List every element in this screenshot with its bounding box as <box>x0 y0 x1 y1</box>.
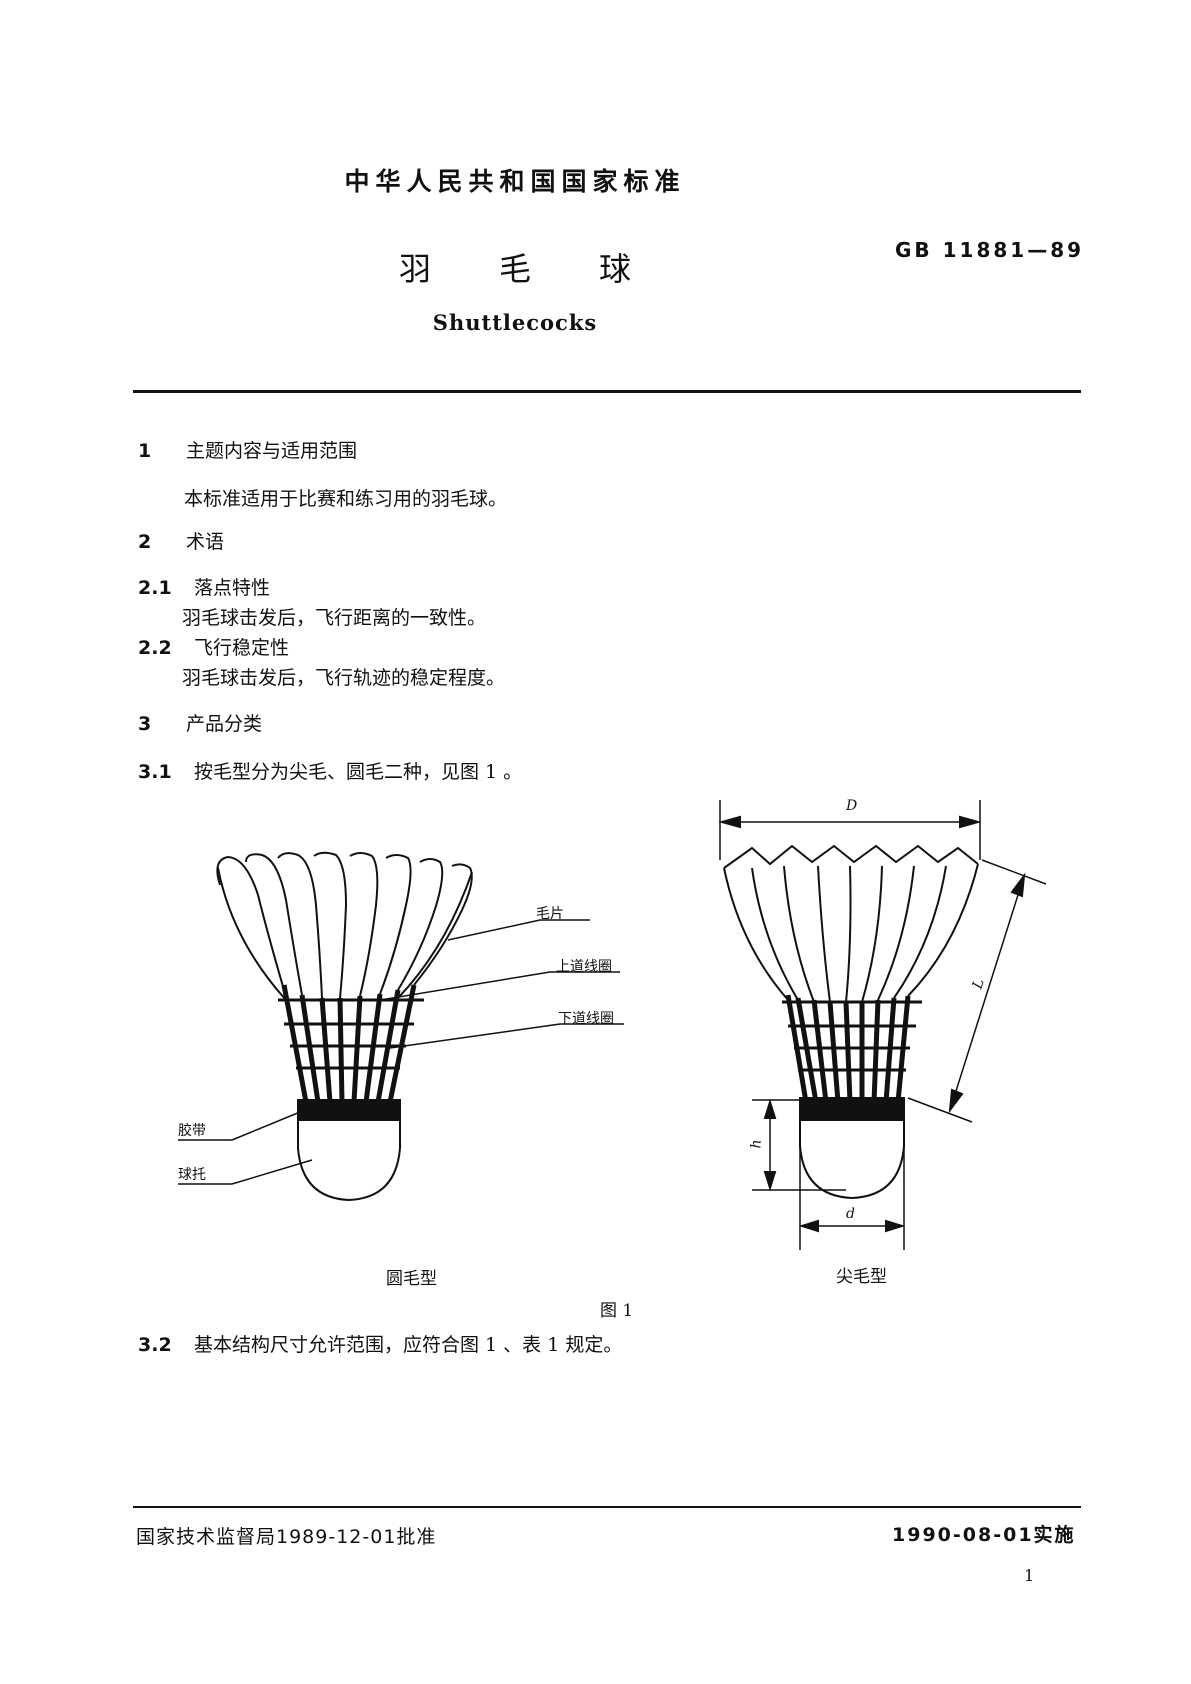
approval-line: 国家技术监督局1989-12-01批准 <box>136 1526 437 1548</box>
label-feather: 毛片 <box>536 906 564 922</box>
section-number: 1 <box>138 440 152 462</box>
section-number: 2.2 <box>138 637 172 659</box>
page-number: 1 <box>1024 1566 1035 1585</box>
figure-caption: 图 1 <box>600 1301 634 1321</box>
section-title: 落点特性 <box>194 577 271 599</box>
title-char-2: 毛 <box>498 250 531 288</box>
label-base: 球托 <box>178 1167 206 1183</box>
implementation-line: 1990-08-01实施 <box>892 1524 1076 1546</box>
section-2-2-heading: 2.2 飞行稳定性 <box>138 633 289 660</box>
title-char-1: 羽 <box>398 250 431 288</box>
document-title-en: Shuttlecocks <box>432 310 598 335</box>
standard-number: GB 11881—89 <box>895 238 1085 262</box>
section-title: 产品分类 <box>186 713 263 735</box>
footer-rule <box>133 1506 1081 1508</box>
section-3-heading: 3 产品分类 <box>138 709 262 736</box>
label-upper-thread: 上道线圈 <box>556 959 612 975</box>
dim-label-h: h <box>748 1139 765 1149</box>
round-feather-shuttlecock <box>178 851 624 1202</box>
section-title: 主题内容与适用范围 <box>186 440 358 462</box>
section-text: 基本结构尺寸允许范围，应符合图 1 、表 1 规定。 <box>194 1334 623 1356</box>
section-2-2-text: 羽毛球击发后，飞行轨迹的稳定程度。 <box>182 667 506 689</box>
caption-round-feather: 圆毛型 <box>386 1269 437 1289</box>
section-number: 3.2 <box>138 1334 172 1356</box>
document-title-cn: 羽毛球 <box>0 244 1030 290</box>
dim-label-D: D <box>846 798 858 814</box>
pointed-feather-shuttlecock <box>718 800 1047 1250</box>
national-standard-heading: 中华人民共和国国家标准 <box>344 167 686 196</box>
section-number: 2.1 <box>138 577 172 599</box>
section-1-heading: 1 主题内容与适用范围 <box>138 436 357 463</box>
section-title: 飞行稳定性 <box>194 637 290 659</box>
header-rule <box>133 390 1081 393</box>
title-char-3: 球 <box>598 250 631 288</box>
section-2-1-heading: 2.1 落点特性 <box>138 573 270 600</box>
section-number: 3.1 <box>138 761 172 783</box>
section-title: 术语 <box>186 531 225 553</box>
section-2-1-text: 羽毛球击发后，飞行距离的一致性。 <box>182 607 487 629</box>
section-1-text: 本标准适用于比赛和练习用的羽毛球。 <box>184 488 508 510</box>
label-tape: 胶带 <box>178 1123 206 1139</box>
section-number: 3 <box>138 713 152 735</box>
section-2-heading: 2 术语 <box>138 527 224 554</box>
caption-pointed-feather: 尖毛型 <box>836 1267 887 1287</box>
section-text: 按毛型分为尖毛、圆毛二种，见图 1 。 <box>194 761 523 783</box>
label-lower-thread: 下道线圈 <box>558 1011 614 1027</box>
dim-label-d: d <box>846 1206 855 1222</box>
section-3-2-text: 3.2 基本结构尺寸允许范围，应符合图 1 、表 1 规定。 <box>138 1330 622 1357</box>
section-3-1-text: 3.1 按毛型分为尖毛、圆毛二种，见图 1 。 <box>138 757 522 784</box>
section-number: 2 <box>138 531 152 553</box>
